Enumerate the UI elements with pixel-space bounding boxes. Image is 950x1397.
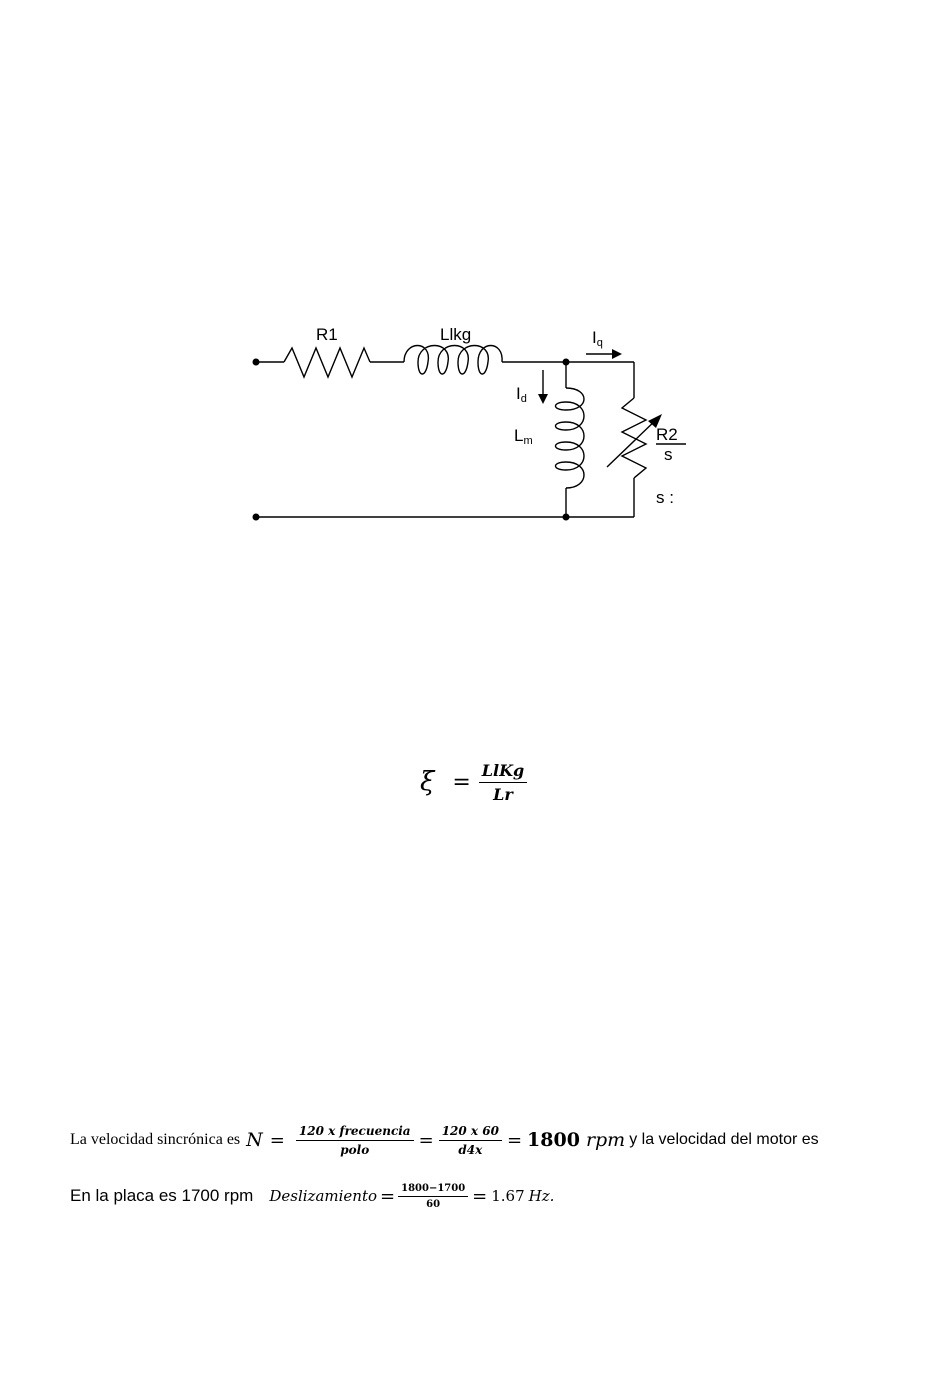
xi-symbol: ξ <box>420 767 434 797</box>
terminal-bottom-left <box>253 514 260 521</box>
line1-frac2: 120 x 60 d4x <box>439 1124 502 1157</box>
inductor-lm <box>556 388 585 488</box>
line1-intro: La velocidad sincrónica es <box>70 1131 240 1149</box>
line1-frac1-num: 120 x frecuencia <box>296 1124 414 1141</box>
line2-intro: En la placa es 1700 rpm <box>70 1186 253 1206</box>
line1-eq1: = <box>270 1130 285 1151</box>
slip-line: En la placa es 1700 rpm Deslizamiento = … <box>70 1176 554 1216</box>
iq-arrow-head <box>612 349 622 359</box>
node-top <box>563 359 570 366</box>
xi-denominator: Lr <box>490 783 516 804</box>
line1-frac2-den: d4x <box>455 1141 485 1157</box>
xi-fraction: LlKg Lr <box>479 761 527 804</box>
line2-result: 1.67 <box>491 1187 524 1205</box>
label-lm: Lm <box>514 426 533 447</box>
line1-frac1: 120 x frecuencia polo <box>296 1124 414 1157</box>
line2-frac-den: 60 <box>423 1197 443 1210</box>
xi-equals: = <box>452 770 470 795</box>
terminal-top-left <box>253 359 260 366</box>
resistor-r1 <box>284 348 370 377</box>
label-iq: Iq <box>592 328 603 349</box>
line1-eq2: = <box>419 1130 434 1151</box>
line1-frac1-den: polo <box>337 1141 372 1157</box>
line2-frac-num: 1800−1700 <box>398 1183 468 1197</box>
label-id: Id <box>516 384 527 405</box>
line2-label: Deslizamiento <box>269 1187 377 1205</box>
line1-result: 1800 <box>527 1129 580 1151</box>
xi-numerator: LlKg <box>479 761 527 783</box>
line2-eq2: = <box>472 1186 487 1207</box>
line2-eq1: = <box>380 1186 395 1207</box>
label-r1: R1 <box>316 325 338 344</box>
formula-xi: ξ = LlKg Lr <box>420 752 527 812</box>
node-bottom <box>563 514 570 521</box>
label-slip: s : <box>656 488 674 507</box>
label-llkg: Llkg <box>440 325 471 344</box>
label-r2: R2 <box>656 425 678 444</box>
resistor-r2 <box>622 398 646 478</box>
line1-frac2-num: 120 x 60 <box>439 1124 502 1141</box>
label-r2-denominator: s <box>664 445 673 464</box>
line2-unit: Hz. <box>529 1187 555 1205</box>
line1-tail: y la velocidad del motor es <box>629 1131 818 1149</box>
line1-var: N <box>246 1129 263 1151</box>
synchronous-speed-line: La velocidad sincrónica es N = 120 x fre… <box>70 1118 819 1162</box>
line2-frac: 1800−1700 60 <box>398 1183 468 1210</box>
line1-unit: rpm <box>586 1129 625 1151</box>
line1-eq3: = <box>507 1130 522 1151</box>
id-arrow-head <box>538 394 548 404</box>
inductor-llkg <box>404 346 502 375</box>
circuit-diagram: R1 Llkg Iq Id Lm R2 s s : <box>0 0 950 620</box>
